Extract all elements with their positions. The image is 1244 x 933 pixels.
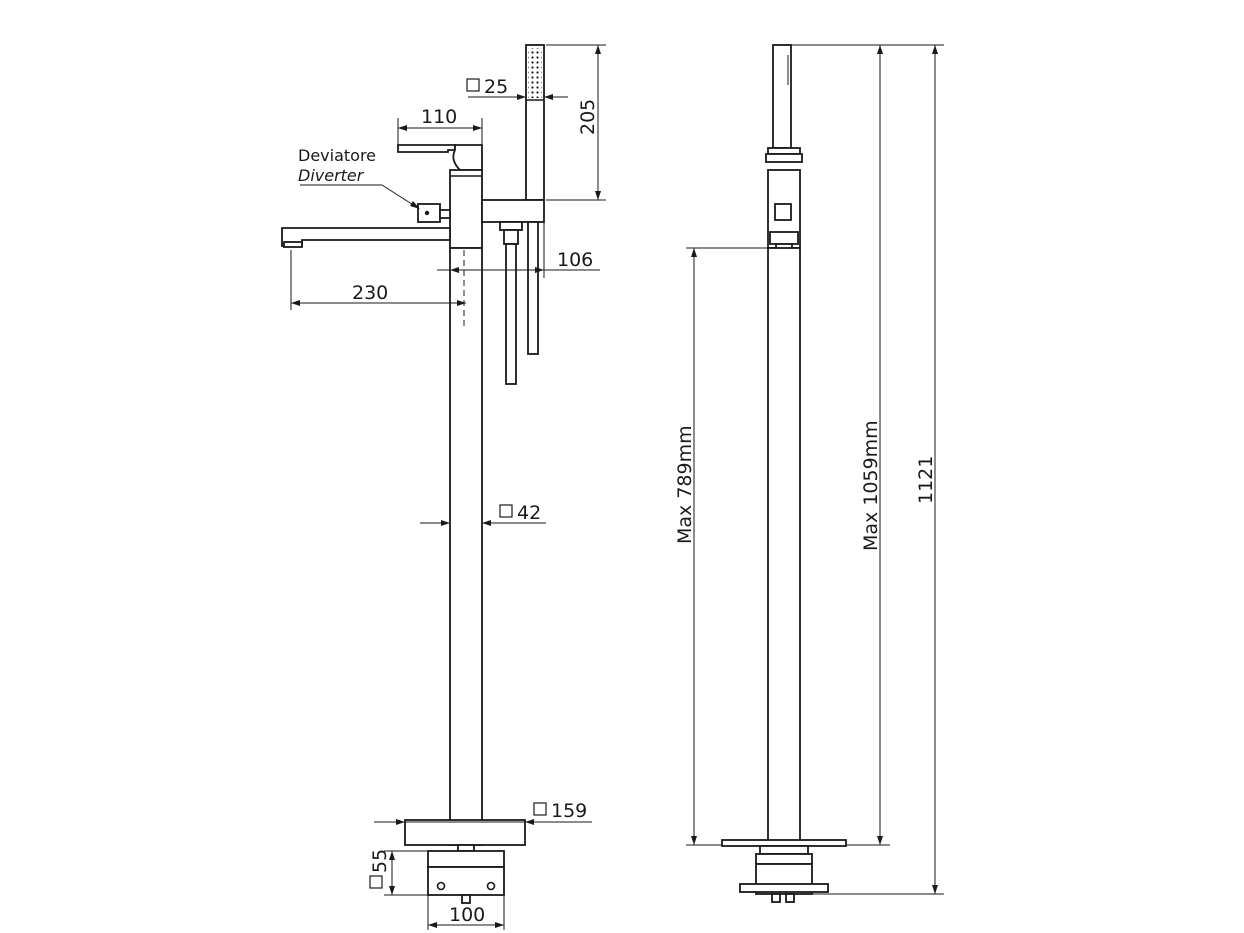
dim-total-height: 1121	[812, 44, 944, 895]
hose-connectors	[499, 221, 539, 385]
front-handshower	[765, 44, 803, 163]
diverter-callout: Deviatore Diverter	[298, 146, 420, 209]
dim-label-total-height: 1121	[915, 456, 937, 504]
base-plate	[404, 819, 526, 846]
dim-label-base-square: 159	[551, 800, 587, 822]
column	[449, 247, 483, 846]
dim-base-height: 55	[369, 849, 428, 896]
dim-column-square: 42	[420, 502, 546, 526]
front-view: Max 789mm Max 1059mm 1121	[674, 44, 944, 903]
dim-spout-offset: 106	[437, 222, 600, 278]
dim-max-column-height: Max 1059mm	[791, 44, 890, 846]
dim-label-base-height: 55	[369, 849, 391, 873]
dim-label-handshower-square: 25	[484, 76, 508, 98]
dim-handshower-height: 205	[546, 44, 606, 201]
diverter-knob	[417, 203, 451, 223]
dim-label-lever-length: 110	[421, 106, 457, 128]
handshower-bracket	[481, 199, 545, 223]
diverter-label-en: Diverter	[298, 166, 365, 185]
side-view: 25 205 110 Deviatore Diverter	[281, 44, 606, 930]
dim-max-spout-height: Max 789mm	[674, 247, 782, 846]
dim-label-column-square: 42	[517, 502, 541, 524]
dim-spout-reach: 230	[290, 250, 466, 310]
front-base-block	[739, 845, 829, 903]
mixer-body	[449, 169, 483, 249]
dim-label-handshower-height: 205	[577, 99, 599, 135]
spout	[281, 227, 451, 248]
handshower	[525, 44, 545, 201]
dim-label-spout-reach: 230	[352, 282, 388, 304]
dim-base-width: 100	[427, 895, 505, 930]
front-column	[767, 247, 801, 846]
dim-label-max-column-height: Max 1059mm	[860, 420, 882, 551]
lever-handle	[397, 144, 483, 171]
dim-lever-length: 110	[397, 106, 483, 145]
dim-handshower-square: 25	[466, 76, 568, 100]
front-base-plate	[721, 839, 847, 847]
dim-base-square: 159	[374, 800, 592, 825]
diverter-label-it: Deviatore	[298, 146, 376, 165]
dim-label-spout-offset: 106	[557, 249, 593, 271]
base-block	[427, 850, 505, 904]
dim-label-base-width: 100	[449, 904, 485, 926]
dim-label-max-spout-height: Max 789mm	[674, 425, 696, 544]
